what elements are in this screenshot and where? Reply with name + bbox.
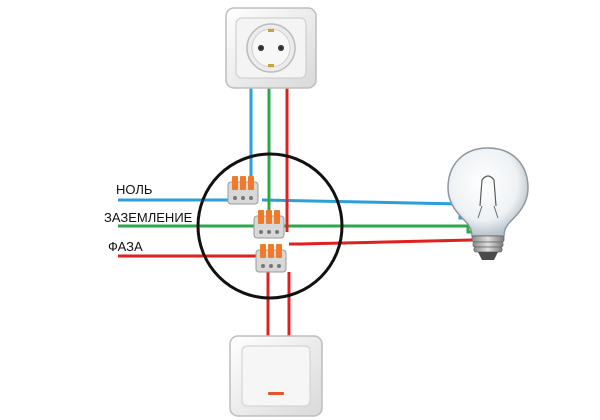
switch-icon [229,335,323,417]
neutral-wire [118,85,472,220]
phase-wire [118,85,473,340]
wago-connector-icon [253,210,285,239]
wago-connector-icon [255,244,287,273]
label-phase: ФАЗА [108,239,143,254]
label-neutral: НОЛЬ [116,182,152,197]
light-bulb-icon [447,147,529,260]
junction-circle [196,152,344,300]
label-ground: ЗАЗЕМЛЕНИЕ [104,210,193,225]
wago-connector-icon [227,176,259,205]
socket-icon [225,7,317,89]
